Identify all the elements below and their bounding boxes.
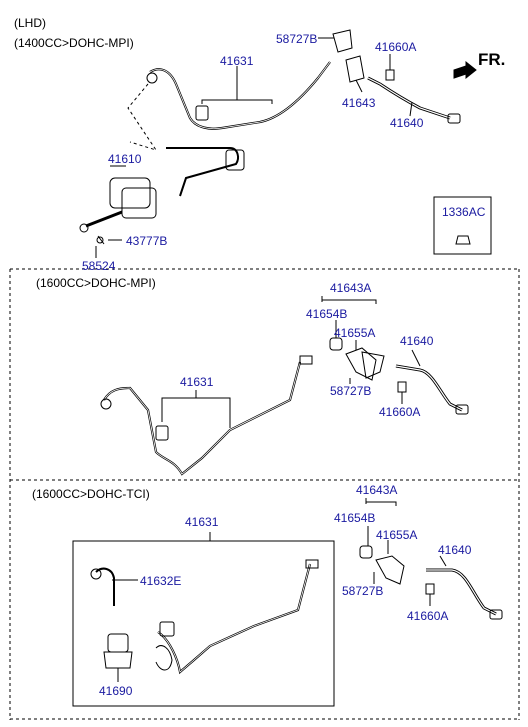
part-label-41631: 41631	[180, 375, 214, 389]
part-label-43777B: 43777B	[126, 234, 168, 248]
part-label-41643A: 41643A	[330, 281, 372, 295]
section-title-tci: (1600CC>DOHC-TCI)	[32, 487, 150, 501]
part-label-41631: 41631	[220, 54, 254, 68]
part-box-1336AC	[433, 196, 492, 255]
part-label-41655A: 41655A	[334, 326, 376, 340]
part-label-58727B: 58727B	[330, 384, 372, 398]
part-label-41660A: 41660A	[407, 609, 449, 623]
part-label-41610: 41610	[108, 152, 142, 166]
part-label-41690: 41690	[99, 684, 133, 698]
part-label-41655A: 41655A	[376, 528, 418, 542]
part-label-58524: 58524	[82, 259, 116, 273]
tube-41631	[149, 61, 331, 130]
part-label-58727B: 58727B	[342, 584, 384, 598]
part-label-41640: 41640	[400, 334, 434, 348]
part-label-41660A: 41660A	[375, 40, 417, 54]
section-title-mpi: (1600CC>DOHC-MPI)	[36, 276, 156, 290]
part-label-41640: 41640	[438, 543, 472, 557]
part-label-41654B: 41654B	[334, 511, 376, 525]
part-label-41632E: 41632E	[140, 574, 182, 588]
header-region-label: (LHD)	[14, 16, 46, 30]
sub-assembly-frame	[72, 540, 335, 707]
part-label-41631: 41631	[185, 515, 219, 529]
part-label-41660A: 41660A	[379, 405, 421, 419]
part-label-41640: 41640	[390, 116, 424, 130]
header-engine-label: (1400CC>DOHC-MPI)	[14, 36, 134, 50]
part-label-1336AC: 1336AC	[442, 205, 486, 219]
part-label-41654B: 41654B	[306, 307, 348, 321]
part-label-41643A: 41643A	[356, 483, 398, 497]
part-label-41643: 41643	[342, 96, 376, 110]
part-label-58727B: 58727B	[276, 32, 318, 46]
front-direction-label: FR.	[478, 50, 506, 69]
